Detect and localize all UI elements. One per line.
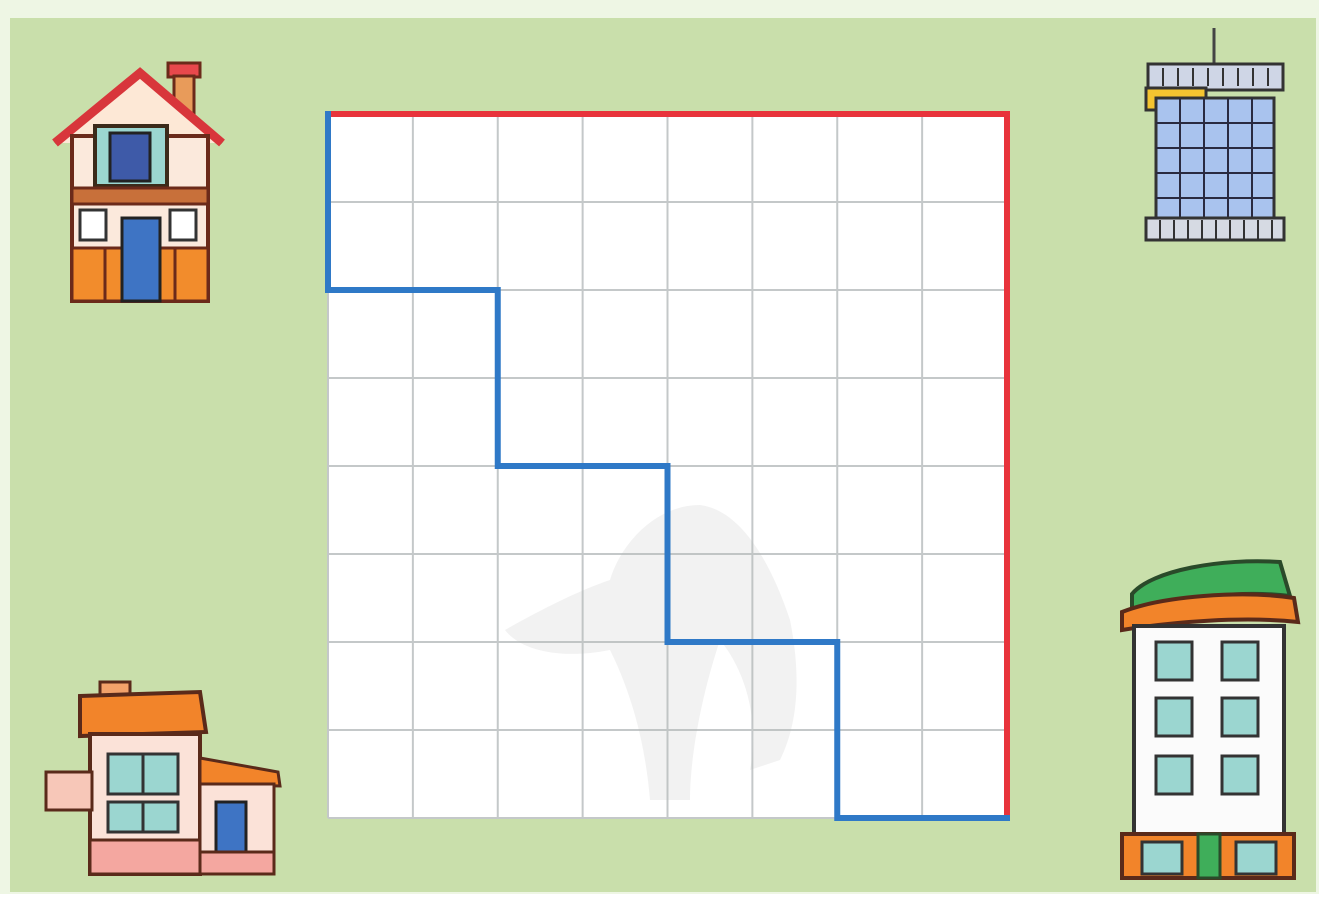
house-icon: [50, 58, 225, 306]
house-icon: [40, 680, 290, 880]
apartment-tower-icon: [1112, 550, 1304, 882]
office-building-icon: [1138, 28, 1290, 248]
